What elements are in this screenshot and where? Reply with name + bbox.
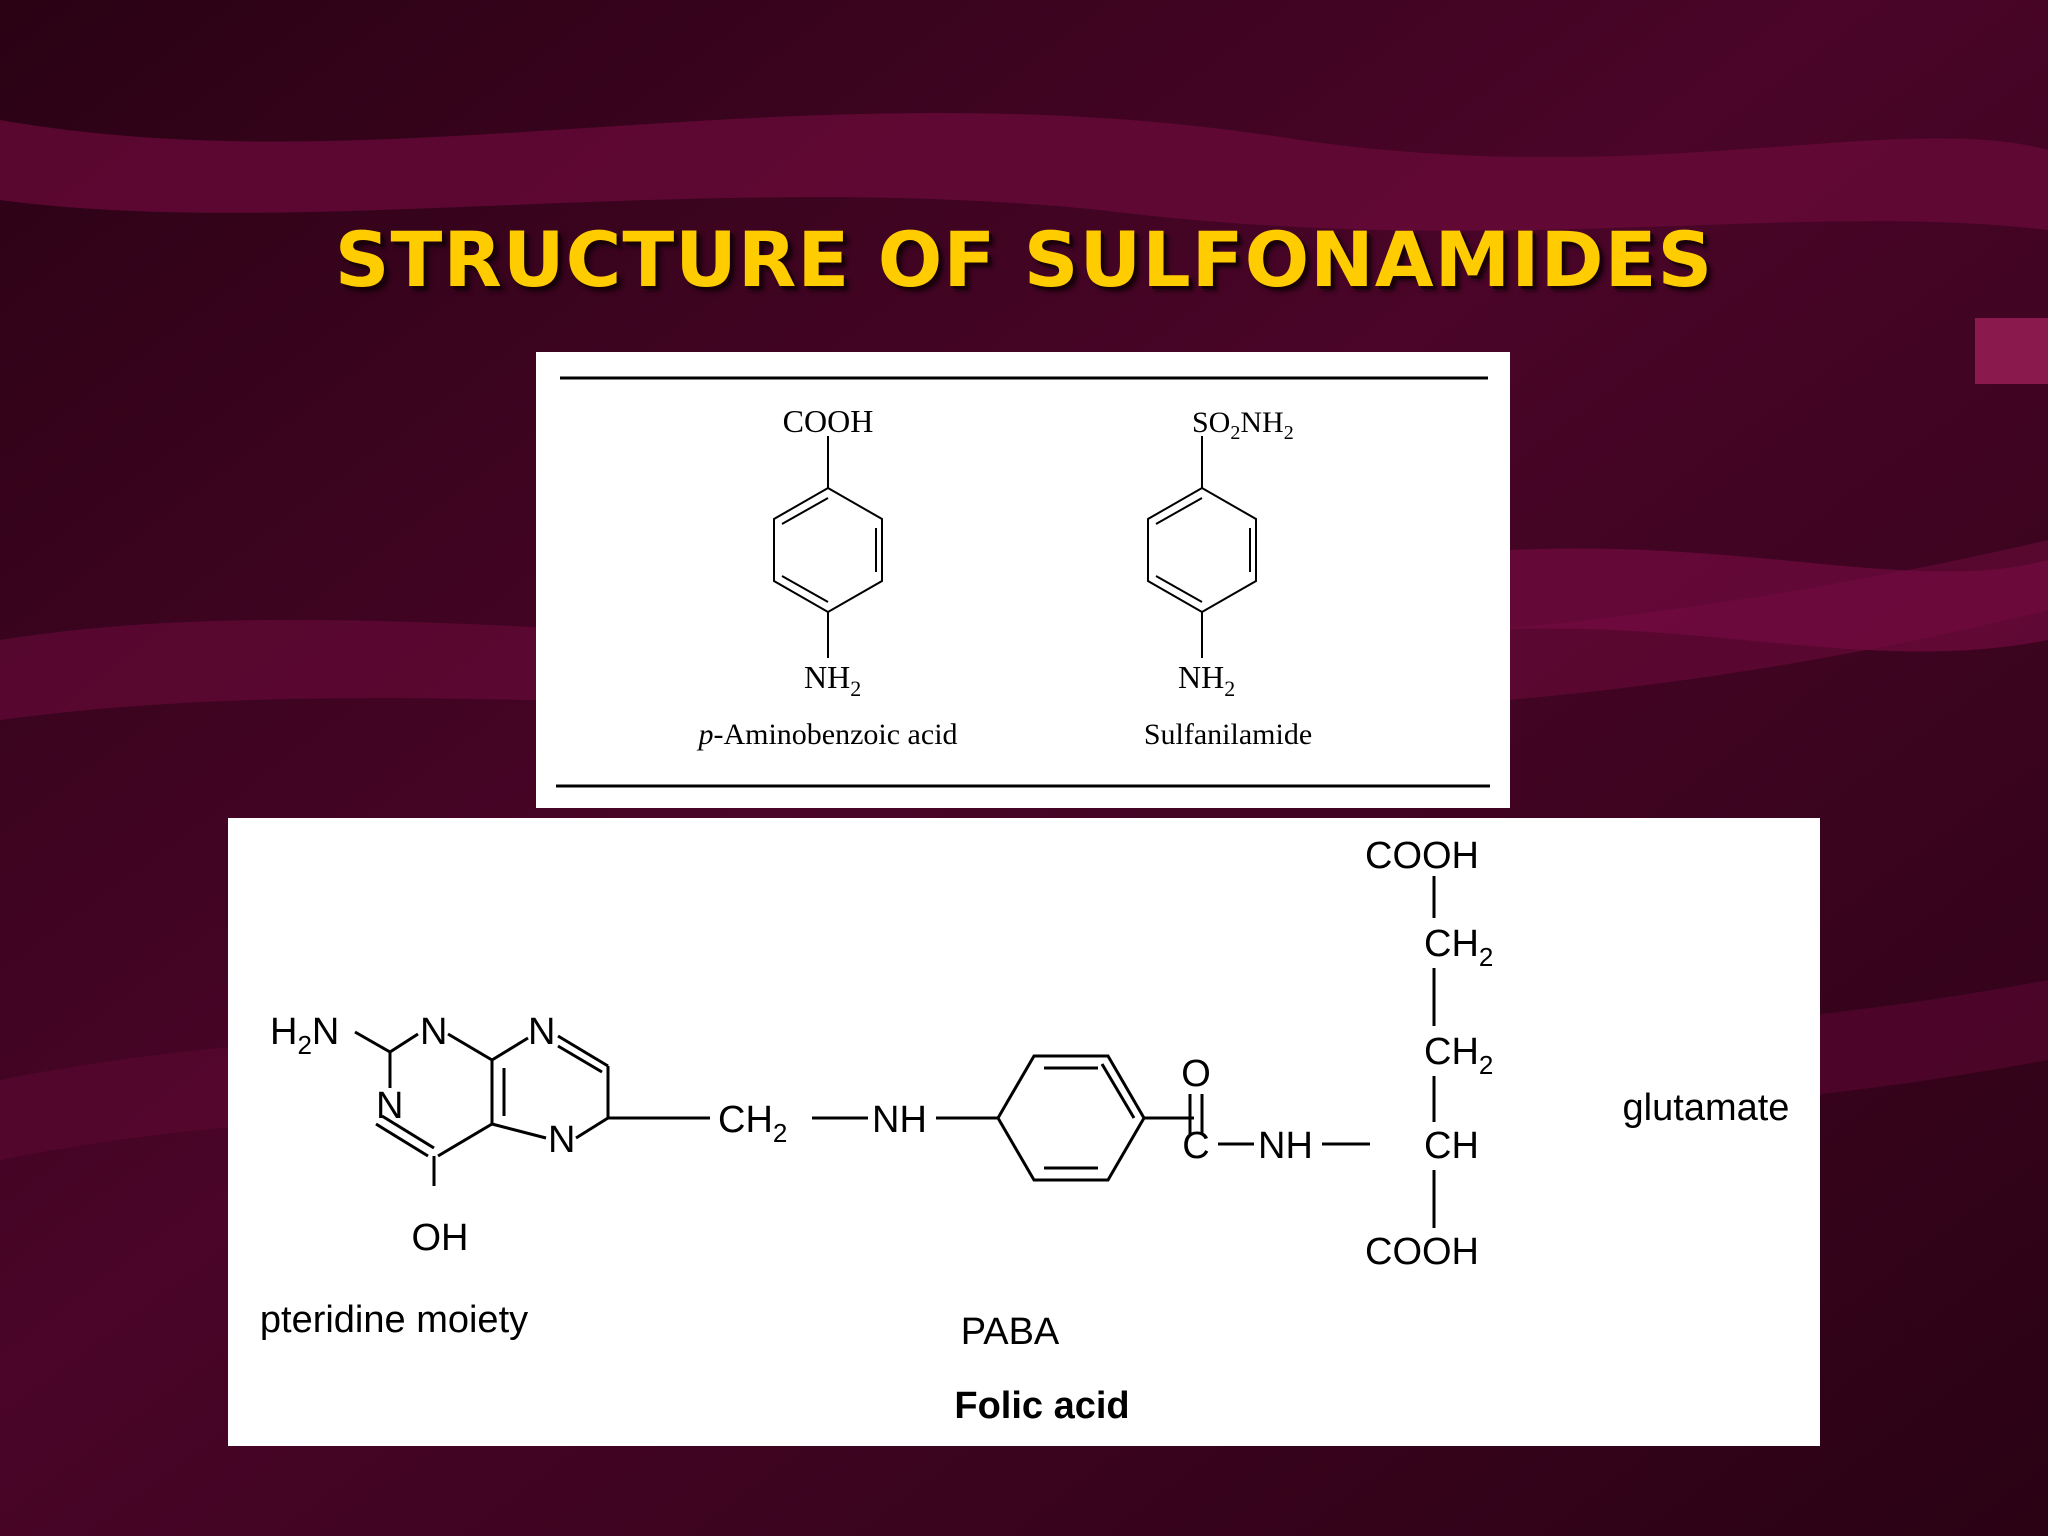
paba-amine-label: NH2 xyxy=(804,659,861,701)
paba-ring xyxy=(936,1054,1194,1182)
slide-edge-tab xyxy=(1975,318,2048,384)
carbonyl-oxygen-label: O xyxy=(1181,1053,1211,1095)
paba-name: p-Aminobenzoic acid xyxy=(696,718,957,751)
amine-right-label: NH xyxy=(1258,1125,1313,1167)
slide-title: STRUCTURE OF SULFONAMIDES xyxy=(334,215,1714,304)
carbonyl-carbon-label: C xyxy=(1182,1125,1209,1167)
glutamate-ch2-lower: CH2 xyxy=(1424,1031,1493,1080)
paba-label: PABA xyxy=(961,1311,1060,1353)
sulfanilamide-structure xyxy=(1147,436,1257,658)
background-wave xyxy=(0,112,2048,231)
background-wave xyxy=(1400,548,2048,652)
pteridine-nitrogen-4: N xyxy=(548,1119,575,1161)
pteridine-nitrogen-1: N xyxy=(420,1011,447,1053)
sulfanilamide-amine-label: NH2 xyxy=(1178,659,1235,701)
pteridine-nitrogen-2: N xyxy=(528,1011,555,1053)
glutamate-top-carboxyl: COOH xyxy=(1365,835,1479,877)
sulfonamide-group-label: SO2NH2 xyxy=(1192,406,1294,444)
amino-group-label: H2N xyxy=(270,1011,339,1060)
pteridine-nitrogen-3: N xyxy=(376,1085,403,1127)
glutamate-ch2-upper: CH2 xyxy=(1424,923,1493,972)
background-wave xyxy=(0,540,2048,720)
sulfanilamide-name: Sulfanilamide xyxy=(1144,718,1312,751)
hydroxyl-label: OH xyxy=(412,1217,469,1259)
paba-sulfanilamide-figure: COOH NH2 p-Aminobenzoic acid SO2NH2 NH2 … xyxy=(536,352,1510,808)
pteridine-bonds xyxy=(354,1030,710,1186)
methylene-label: CH2 xyxy=(718,1099,787,1148)
amine-left-label: NH xyxy=(872,1099,927,1141)
glutamate-label: glutamate xyxy=(1623,1087,1790,1129)
pteridine-label: pteridine moiety xyxy=(260,1299,528,1341)
folic-acid-caption: Folic acid xyxy=(954,1385,1129,1427)
paba-carboxyl-label: COOH xyxy=(783,403,874,439)
carbonyl-double-bond xyxy=(1188,1094,1204,1134)
glutamate-bottom-carboxyl: COOH xyxy=(1365,1231,1479,1273)
folic-acid-figure: H2N N N N N OH CH2 NH O C NH COOH CH2 xyxy=(228,818,1820,1446)
glutamate-alpha-carbon: CH xyxy=(1424,1125,1479,1167)
paba-structure xyxy=(773,436,883,658)
